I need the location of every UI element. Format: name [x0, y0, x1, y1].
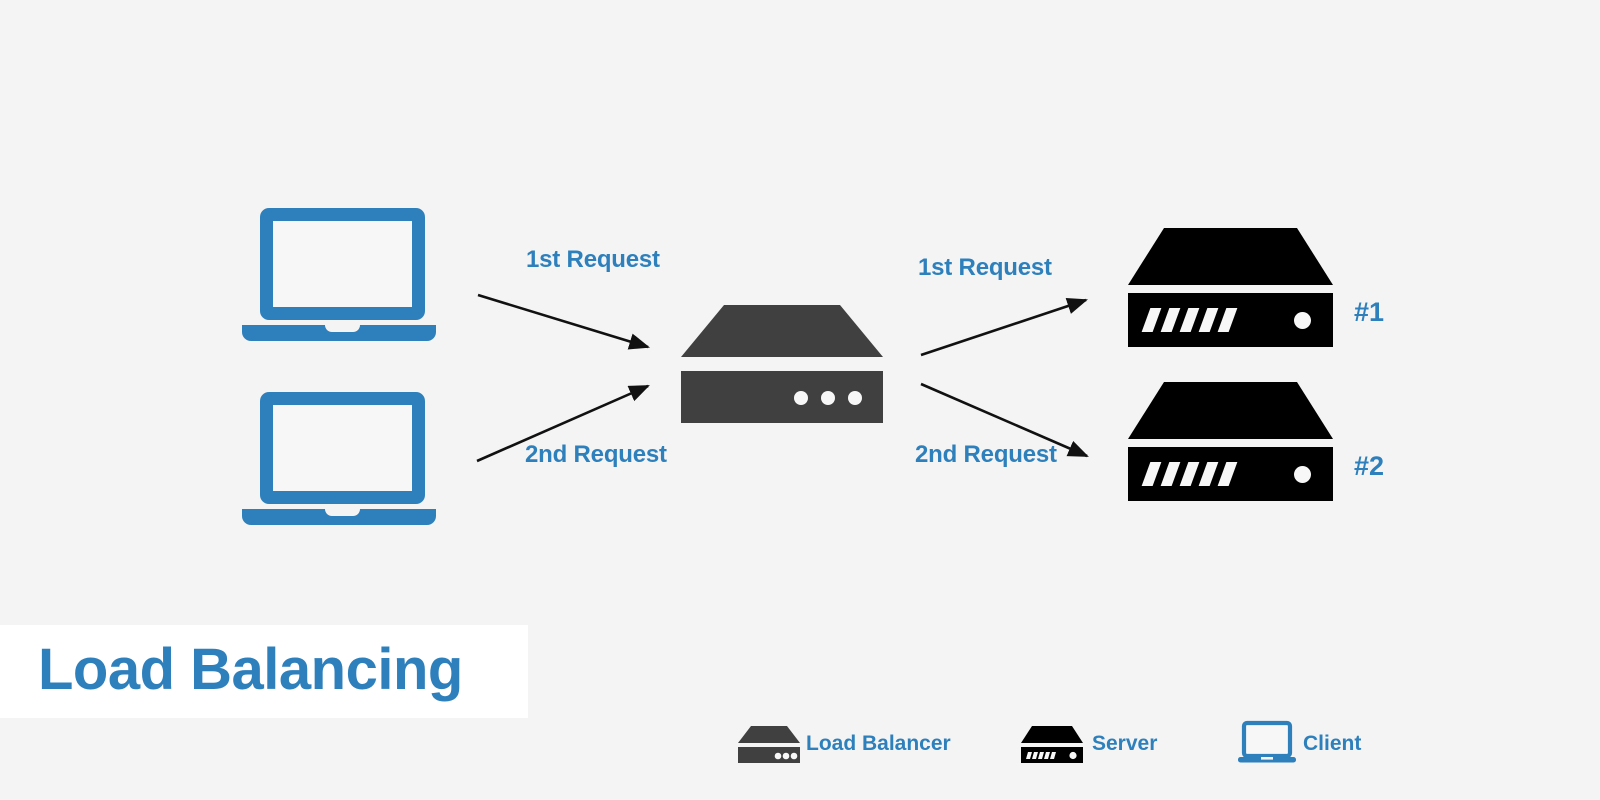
- load-balancer-body: [681, 371, 883, 423]
- label-client-1st-request: 1st Request: [526, 246, 660, 273]
- load-balancer-icon: [738, 726, 800, 763]
- laptop-notch: [325, 325, 360, 332]
- legend-item-load-balancer[interactable]: [738, 722, 800, 763]
- server-2-marker: #2: [1354, 451, 1385, 481]
- legend-item-server[interactable]: [1021, 722, 1083, 763]
- vent-stripe: [1198, 462, 1219, 486]
- client-laptop-2[interactable]: [242, 392, 436, 525]
- laptop-screen: [260, 392, 425, 504]
- legend-label-server: Server: [1092, 732, 1158, 755]
- laptop-icon: [1238, 720, 1296, 763]
- server-body: [1128, 293, 1333, 347]
- vent-stripe: [1160, 308, 1181, 332]
- load-balancer-top: [681, 305, 883, 357]
- laptop-base: [242, 509, 436, 525]
- laptop-base: [242, 325, 436, 341]
- page-title: Load Balancing: [38, 637, 463, 702]
- status-dot: [821, 391, 835, 405]
- label-server-2nd-request: 2nd Request: [915, 441, 1057, 468]
- arrow-client1-to-lb: [477, 293, 650, 350]
- status-dot: [794, 391, 808, 405]
- legend-item-client[interactable]: [1238, 720, 1296, 764]
- arrow-lb-to-server1: [920, 298, 1088, 357]
- server-1-marker: #1: [1354, 297, 1385, 327]
- vent-stripe: [1141, 462, 1162, 486]
- vent-stripe: [1198, 308, 1219, 332]
- vent-stripe: [1179, 462, 1200, 486]
- title-band: [0, 625, 528, 718]
- laptop-screen: [260, 208, 425, 320]
- label-server-1st-request: 1st Request: [918, 254, 1052, 281]
- server-2[interactable]: [1128, 382, 1333, 501]
- load-balancer[interactable]: [681, 305, 883, 423]
- vent-stripe: [1160, 462, 1181, 486]
- server-icon: [1021, 726, 1083, 763]
- server-led: [1294, 466, 1311, 483]
- legend-label-client: Client: [1303, 732, 1362, 755]
- server-top: [1128, 228, 1333, 285]
- legend-label-load-balancer: Load Balancer: [806, 732, 951, 755]
- laptop-notch: [325, 509, 360, 516]
- status-dot: [848, 391, 862, 405]
- client-laptop-1[interactable]: [242, 208, 436, 341]
- vent-stripe: [1217, 308, 1238, 332]
- label-client-2nd-request: 2nd Request: [525, 441, 667, 468]
- vent-stripe: [1141, 308, 1162, 332]
- vent-stripe: [1217, 462, 1238, 486]
- server-led: [1294, 312, 1311, 329]
- vent-stripe: [1179, 308, 1200, 332]
- server-top: [1128, 382, 1333, 439]
- server-1[interactable]: [1128, 228, 1333, 347]
- server-body: [1128, 447, 1333, 501]
